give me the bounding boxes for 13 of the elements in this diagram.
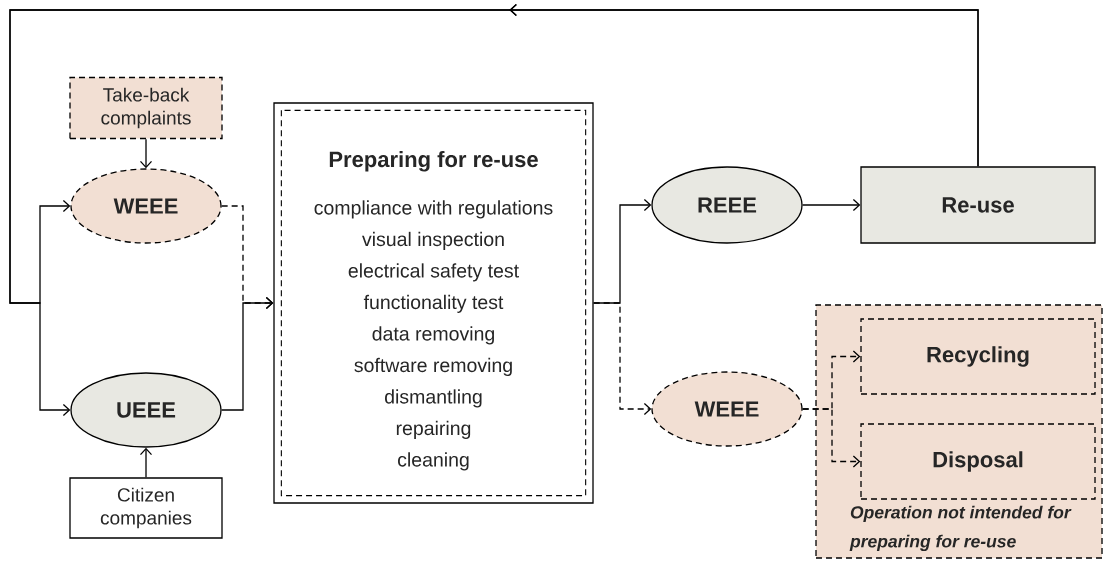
outcome-box: Disposal (860, 423, 1096, 500)
arrow (9, 3, 979, 417)
outcome-box: Recycling (860, 318, 1096, 395)
arrow (139, 447, 153, 478)
source-box: Take-back complaints (69, 76, 223, 140)
outcome-box: Re-use (860, 166, 1096, 244)
arrow (593, 302, 652, 416)
arrow (802, 408, 861, 468)
arrow (221, 296, 274, 411)
arrow (139, 138, 153, 169)
process-box: Preparing for re-use compliance with regulations visual inspection electrical safety test functionality test data removing software removing dismantling repairing cleaning (273, 102, 594, 504)
arrow (802, 198, 861, 212)
source-box: Citizen companies (69, 477, 223, 539)
